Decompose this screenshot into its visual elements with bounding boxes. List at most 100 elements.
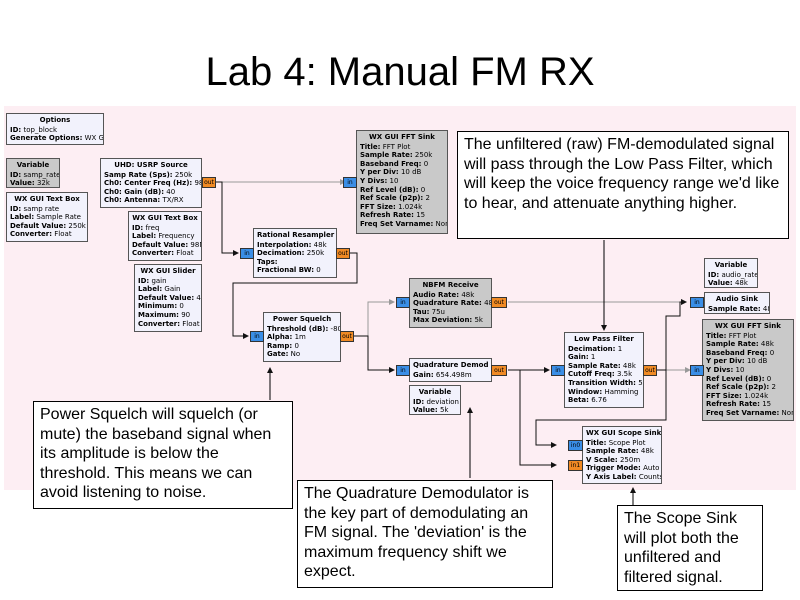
squelch-in-port[interactable]: in [250, 331, 264, 342]
lpf-callout-note: The unfiltered (raw) FM-demodulated sign… [457, 131, 789, 239]
block-title: Variable [16, 161, 50, 169]
param-value: Scope Plot [608, 438, 646, 447]
block-param: Ref Scale (p2p): 2 [706, 383, 790, 392]
block-title: WX GUI Slider [140, 267, 196, 275]
param-value: -80 [330, 324, 341, 333]
demod-in-port[interactable]: in [396, 365, 410, 376]
param-value: 2 [771, 383, 776, 392]
block-param: Gate: No [267, 350, 337, 359]
fft1-in-port[interactable]: in [343, 177, 357, 188]
param-label: Maximum: [138, 310, 179, 319]
param-label: Gate: [267, 350, 289, 359]
param-value: 10 [389, 176, 399, 185]
block-param: V Scale: 250m [586, 456, 658, 465]
block-param: Decimation: 1 [568, 345, 640, 354]
param-value: 98M [190, 240, 201, 249]
param-label: Refresh Rate: [706, 400, 760, 409]
block-param: Y per Div: 10 dB [360, 168, 444, 177]
param-label: Refresh Rate: [360, 211, 414, 220]
lpf-in-port[interactable]: in [551, 365, 565, 376]
param-label: Beta: [568, 396, 589, 405]
param-label: Max Deviation: [413, 316, 473, 325]
param-value: 48k [461, 290, 475, 299]
wire-lpf-audio [656, 299, 687, 371]
param-value: 48k [313, 240, 327, 249]
param-value: Auto [643, 464, 660, 473]
param-value: 10 dB [400, 168, 422, 177]
param-label: Sample Rate: [708, 304, 761, 313]
resampler-out-port[interactable]: out [336, 248, 350, 259]
uhd-out-port[interactable]: out [202, 177, 216, 188]
param-value: None [781, 408, 793, 417]
param-label: Label: [138, 285, 163, 294]
block-param: Cutoff Freq: 3.5k [568, 370, 640, 379]
lpf-out-port[interactable]: out [643, 365, 657, 376]
block-param: Ref Level (dB): 0 [706, 375, 790, 384]
param-value: 0 [766, 374, 772, 383]
param-label: Samp Rate (Sps): [104, 170, 173, 179]
param-value: samp rate [23, 204, 60, 213]
fft2-in-port[interactable]: in [690, 365, 704, 376]
nbfm-in-port[interactable]: in [396, 297, 410, 308]
block-param: Transition Width: 500 [568, 379, 643, 388]
block-param: Freq Set Varname: None [706, 409, 793, 418]
param-label: Quadrature Rate: [413, 299, 482, 308]
block-param: Sample Rate: 250k [360, 151, 444, 160]
param-value: No [290, 350, 301, 359]
param-value: 10 [735, 365, 745, 374]
param-label: Minimum: [138, 302, 178, 311]
param-label: Taps: [257, 257, 278, 266]
block-title: NBFM Receive [422, 281, 479, 289]
param-label: ID: [10, 125, 22, 134]
block-param: Converter: Float [132, 249, 198, 258]
block-param: ID: top_block [10, 126, 100, 135]
nbfm-out-port[interactable]: out [491, 297, 507, 308]
block-title: Variable [418, 388, 452, 396]
param-value: 250k [414, 151, 433, 160]
slide-title: Lab 4: Manual FM RX [205, 50, 595, 94]
param-label: V Scale: [586, 455, 618, 464]
param-label: Label: [132, 232, 157, 241]
param-value: Gain [164, 285, 181, 294]
param-value: deviation [426, 397, 459, 406]
param-label: ID: [708, 270, 720, 279]
scope-in0-port[interactable]: in0 [568, 440, 583, 451]
demod-out-port[interactable]: out [491, 365, 507, 376]
param-label: Default Value: [132, 240, 189, 249]
block-param: FFT Size: 1.024k [706, 392, 790, 401]
param-label: Value: [10, 179, 35, 188]
block-param: Refresh Rate: 15 [706, 400, 790, 409]
squelch-out-port[interactable]: out [340, 331, 354, 342]
param-value: 1.024k [398, 202, 423, 211]
param-label: Converter: [10, 230, 53, 239]
param-label: Ch0: Gain (dB): [104, 187, 165, 196]
squelch-callout-note: Power Squelch will squelch (or mute) the… [33, 401, 293, 509]
block-param: Baseband Freq: 0 [360, 160, 444, 169]
block-param: Ref Level (dB): 0 [360, 186, 444, 195]
scope-in1-port[interactable]: in1 [568, 460, 583, 471]
param-value: 48k [762, 304, 769, 313]
param-label: Title: [586, 438, 607, 447]
param-value: 0 [769, 348, 775, 357]
audio-sink-in-port[interactable]: in [690, 297, 704, 308]
param-value: 48k [760, 340, 774, 349]
resampler-in-port[interactable]: in [240, 248, 254, 259]
param-value: Float [182, 319, 200, 328]
